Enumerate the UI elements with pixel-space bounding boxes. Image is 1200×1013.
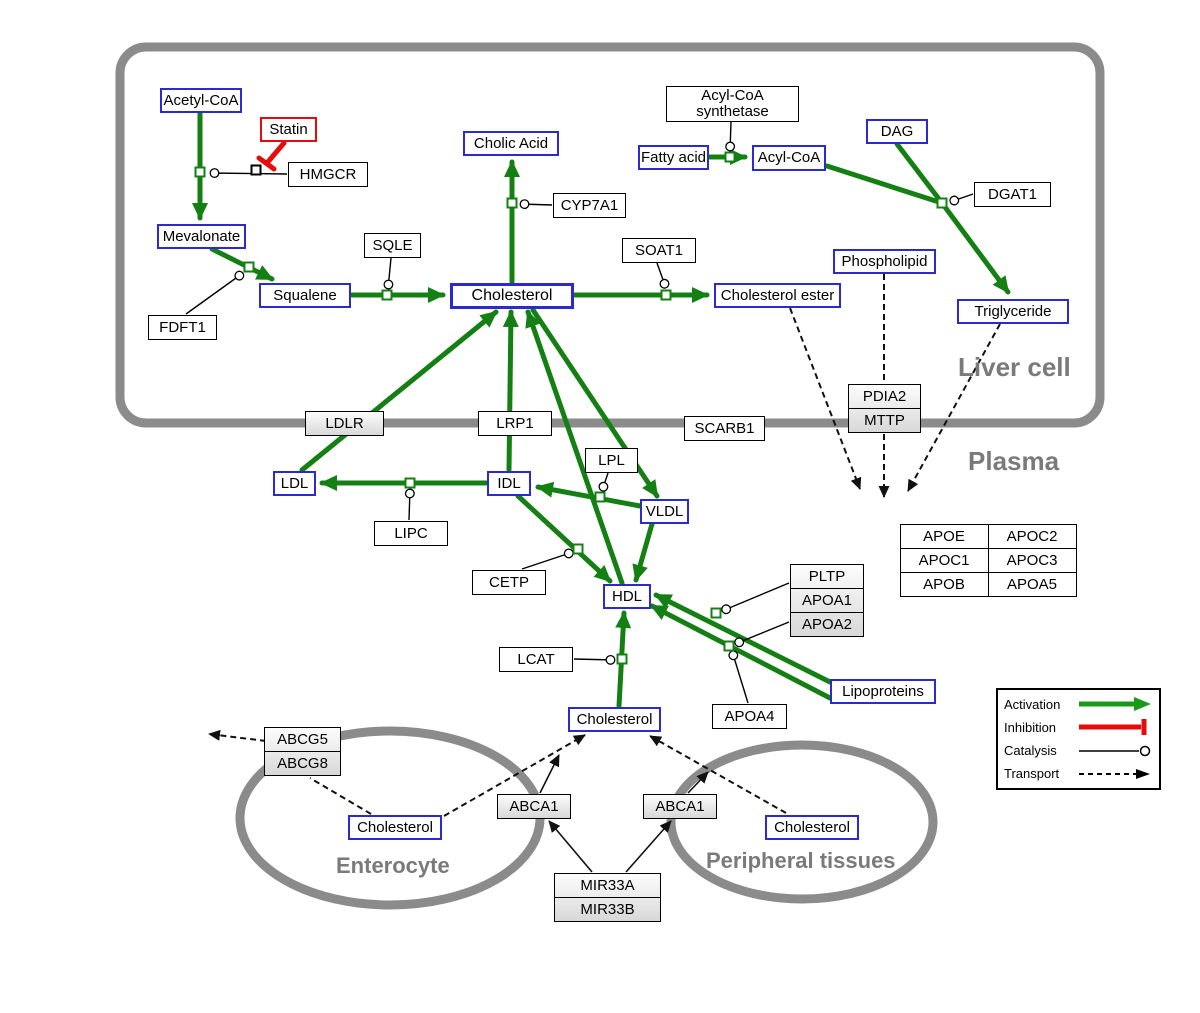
mirna-mir33a[interactable]: MIR33A [580, 876, 635, 894]
metabolite-cholic-acid[interactable]: Cholic Acid [463, 131, 559, 156]
enzyme-pdia2[interactable]: PDIA2 [862, 387, 907, 405]
enzyme-soat1[interactable]: SOAT1 [622, 238, 696, 263]
enzyme-apoa2[interactable]: APOA2 [791, 612, 863, 636]
reaction-squares [194, 151, 948, 665]
metabolite-cholesterol-plasma[interactable]: Cholesterol [568, 707, 661, 732]
liver-cell-membrane [115, 42, 1105, 428]
metabolite-cholesterol-peripheral[interactable]: Cholesterol [765, 815, 859, 840]
metabolite-cholesterol-liver[interactable]: Cholesterol [450, 283, 574, 309]
enzyme-lipc[interactable]: LIPC [374, 521, 448, 546]
enzyme-lcat[interactable]: LCAT [499, 647, 573, 672]
complex-pdia2-mttp: PDIA2 MTTP [848, 384, 921, 433]
metabolite-triglyceride[interactable]: Triglyceride [957, 299, 1069, 324]
enzyme-mttp[interactable]: MTTP [849, 408, 920, 432]
enzyme-lpl[interactable]: LPL [585, 448, 638, 473]
enzyme-pltp[interactable]: PLTP [808, 567, 846, 585]
regulation-arrows [539, 754, 709, 873]
protein-apoa5[interactable]: APOA5 [987, 571, 1077, 597]
legend-transport: Transport [1004, 763, 1153, 785]
complex-abcg5-abcg8: ABCG5 ABCG8 [264, 727, 341, 776]
enzyme-sqle[interactable]: SQLE [364, 233, 421, 258]
liver-cell-label: Liver cell [958, 352, 1071, 382]
plasma-label: Plasma [968, 446, 1060, 476]
legend-catalysis-label: Catalysis [1004, 743, 1057, 759]
transporter-abca1-peripheral[interactable]: ABCA1 [643, 794, 717, 819]
activation-arrow-icon [1079, 697, 1151, 712]
enterocyte-label: Enterocyte [336, 853, 450, 878]
metabolite-idl[interactable]: IDL [487, 471, 531, 496]
legend-inhibition-label: Inhibition [1004, 719, 1057, 735]
metabolite-acetyl-coa[interactable]: Acetyl-CoA [160, 88, 242, 113]
transport-dashed-arrow-icon [1079, 768, 1150, 779]
metabolite-cholesterol-ester[interactable]: Cholesterol ester [714, 283, 841, 308]
metabolite-hdl[interactable]: HDL [603, 584, 651, 609]
transporter-abcg8[interactable]: ABCG8 [265, 751, 340, 775]
inhibition-tbar-icon [1079, 719, 1147, 736]
metabolite-lipoproteins[interactable]: Lipoproteins [830, 679, 936, 704]
protein-apoc3[interactable]: APOC3 [987, 547, 1077, 573]
enzyme-apoa1[interactable]: APOA1 [791, 588, 863, 612]
enzyme-cyp7a1[interactable]: CYP7A1 [553, 193, 626, 218]
enzyme-acyl-coa-synthetase[interactable]: Acyl-CoA synthetase [666, 86, 799, 122]
receptor-lrp1[interactable]: LRP1 [478, 411, 552, 436]
receptor-scarb1[interactable]: SCARB1 [684, 416, 765, 441]
peripheral-tissues-label: Peripheral tissues [706, 848, 896, 873]
legend-transport-label: Transport [1004, 766, 1060, 782]
enzyme-hmgcr[interactable]: HMGCR [288, 162, 368, 187]
complex-mir33a-mir33b: MIR33A MIR33B [554, 873, 661, 922]
metabolite-ldl[interactable]: LDL [273, 471, 316, 496]
legend: Activation Inhibition Catalysis Transpor… [996, 688, 1161, 790]
enzyme-apoa4[interactable]: APOA4 [712, 704, 787, 729]
metabolite-cholesterol-enterocyte[interactable]: Cholesterol [348, 815, 442, 840]
metabolite-phospholipid[interactable]: Phospholipid [833, 249, 936, 274]
metabolite-mevalonate[interactable]: Mevalonate [157, 224, 246, 249]
protein-apob[interactable]: APOB [899, 571, 989, 597]
protein-apoc2[interactable]: APOC2 [987, 523, 1077, 549]
metabolite-acyl-coa[interactable]: Acyl-CoA [752, 145, 826, 171]
protein-apoc1[interactable]: APOC1 [899, 547, 989, 573]
metabolite-fatty-acid[interactable]: Fatty acid [638, 145, 709, 170]
enzyme-fdft1[interactable]: FDFT1 [148, 315, 217, 340]
drug-statin[interactable]: Statin [260, 117, 317, 142]
compartment-membranes [115, 42, 1105, 910]
legend-activation-label: Activation [1004, 696, 1061, 712]
transporter-abcg5[interactable]: ABCG5 [277, 730, 328, 748]
catalysis-edges [185, 121, 974, 704]
mirna-mir33b[interactable]: MIR33B [555, 897, 660, 921]
metabolite-vldl[interactable]: VLDL [640, 499, 689, 524]
enzyme-dgat1[interactable]: DGAT1 [974, 182, 1051, 207]
protein-apoe[interactable]: APOE [899, 523, 989, 549]
metabolite-dag[interactable]: DAG [866, 119, 928, 144]
metabolite-squalene[interactable]: Squalene [259, 283, 351, 308]
inhibition-edge [256, 140, 287, 172]
receptor-ldlr[interactable]: LDLR [305, 411, 384, 436]
transporter-abca1-enterocyte[interactable]: ABCA1 [497, 794, 571, 819]
enzyme-cetp[interactable]: CETP [472, 570, 546, 595]
legend-activation: Activation [1004, 693, 1153, 715]
legend-catalysis: Catalysis [1004, 740, 1153, 762]
legend-inhibition: Inhibition [1004, 716, 1153, 738]
catalysis-circle-icon [1079, 745, 1151, 756]
complex-pltp-apoa1-apoa2: PLTP APOA1 APOA2 [790, 564, 864, 637]
apolipoprotein-table: APOE APOC2 APOC1 APOC3 APOB APOA5 [899, 523, 1077, 597]
